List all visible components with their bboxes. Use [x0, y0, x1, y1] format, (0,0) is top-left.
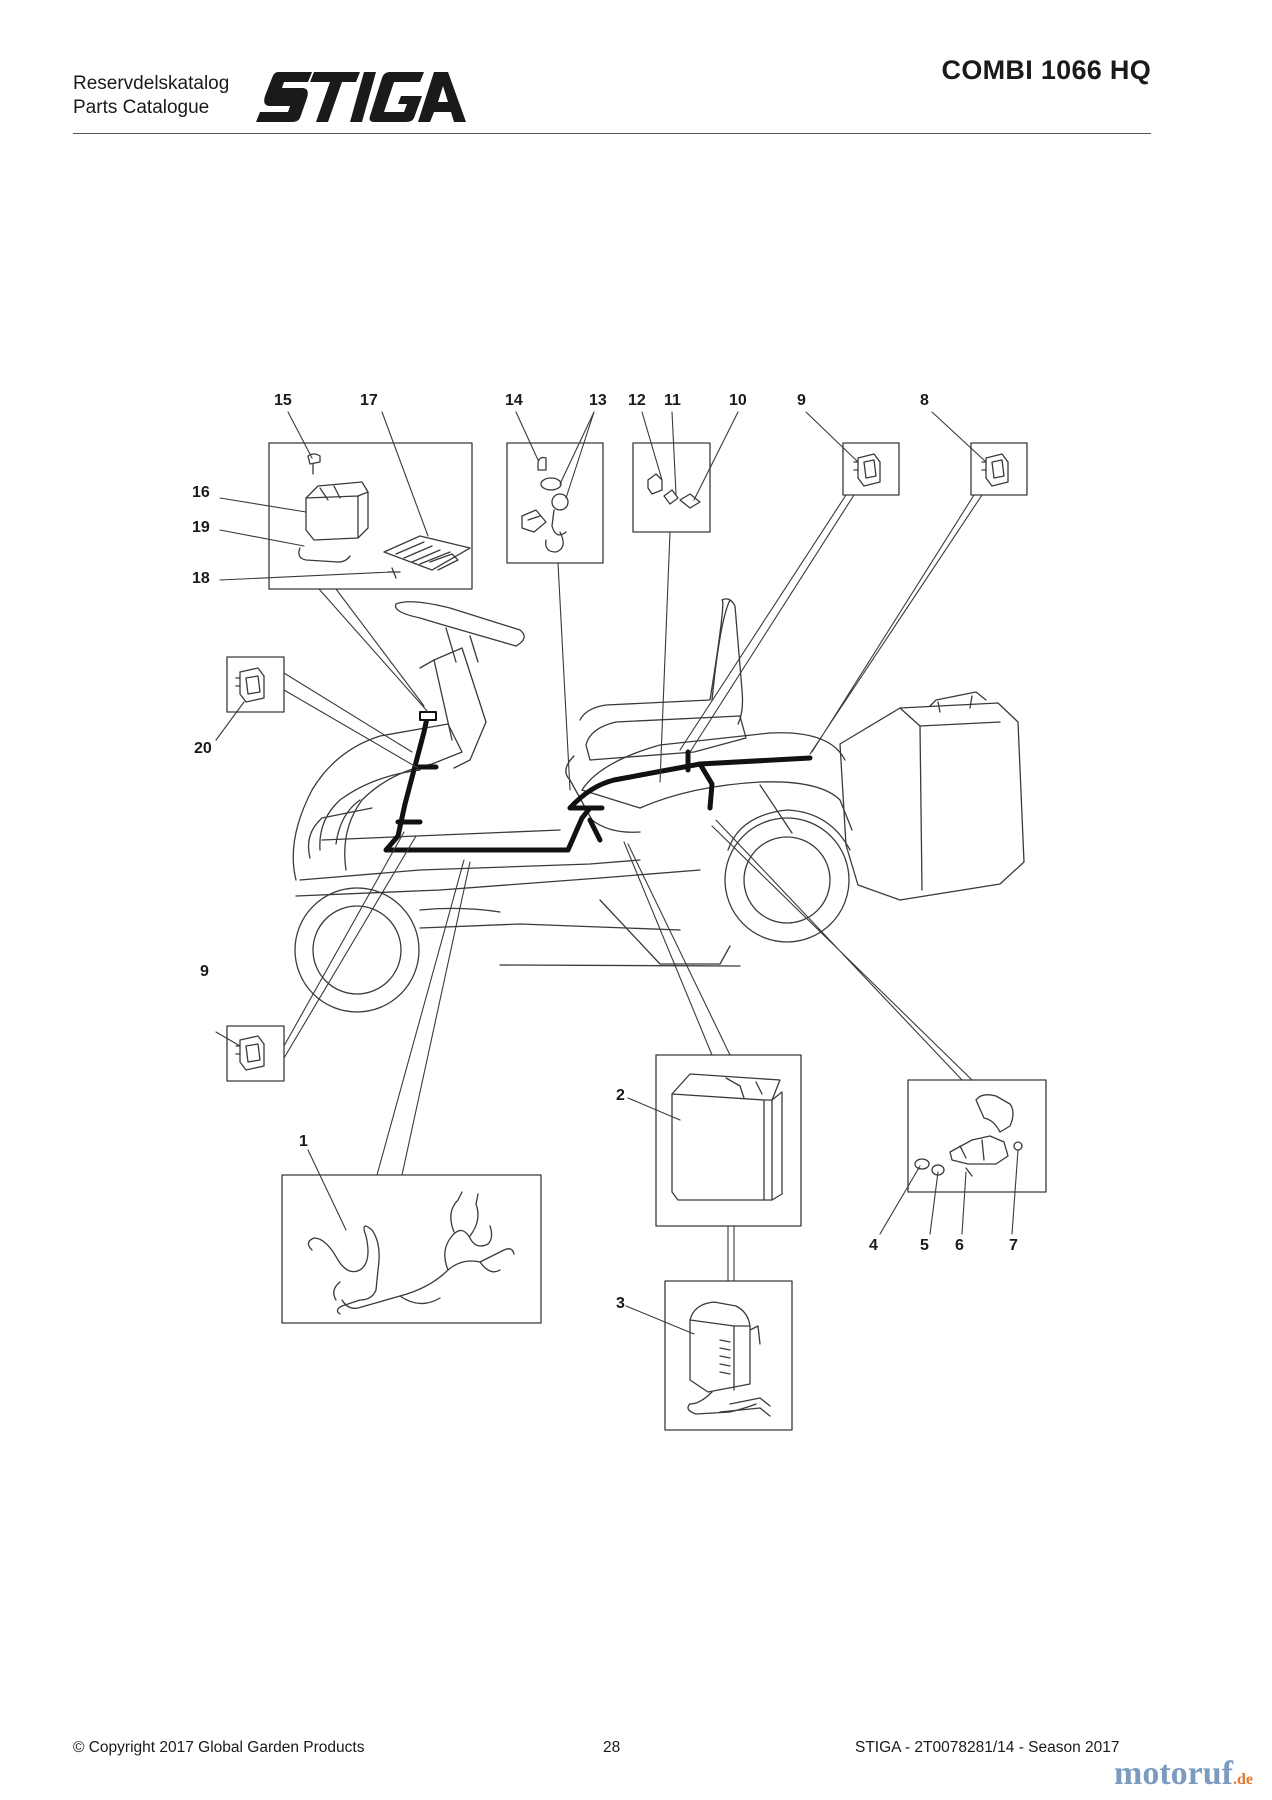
box-switch-8: [970, 442, 1028, 496]
callout-numbers: 15 17 14 13 12 11 10 9 8 16 19 18 20 9 1…: [192, 392, 1018, 1312]
callout-11: 11: [664, 392, 681, 409]
box-ignition: [506, 442, 604, 564]
box-switch-9-top: [842, 442, 900, 496]
callout-12: 12: [628, 392, 646, 409]
watermark-name: motoruf: [1114, 1755, 1233, 1792]
callout-16: 16: [192, 484, 210, 501]
callout-5: 5: [920, 1237, 929, 1254]
box-switch-9-left: [226, 1025, 285, 1082]
tractor-outline: [292, 598, 1025, 1013]
wiring-harness-route: [383, 715, 813, 853]
callout-1: 1: [299, 1133, 308, 1150]
callout-3: 3: [616, 1295, 625, 1312]
box-charger: [664, 1280, 793, 1431]
catalog-title: Reservdelskatalog Parts Catalogue: [73, 72, 229, 120]
watermark-domain: .de: [1232, 1771, 1253, 1788]
callout-9-top: 9: [797, 392, 806, 409]
box-battery: [655, 1054, 802, 1227]
callout-7: 7: [1009, 1237, 1018, 1254]
callout-14: 14: [505, 392, 523, 409]
model-name: COMBI 1066 HQ: [941, 55, 1151, 85]
callout-19: 19: [192, 519, 210, 536]
control-unit-marker: [419, 711, 437, 721]
catalog-title-sv: Reservdelskatalog: [73, 73, 230, 94]
callout-13: 13: [589, 392, 607, 409]
callout-17: 17: [360, 392, 378, 409]
callout-20: 20: [194, 740, 212, 757]
footer-copyright: © Copyright 2017 Global Garden Products: [73, 1739, 365, 1756]
catalog-title-en: Parts Catalogue: [73, 97, 210, 118]
footer-document-id: STIGA - 2T0078281/14 - Season 2017: [855, 1739, 1120, 1756]
box-wiring-harness: [281, 1174, 542, 1324]
header-divider: [73, 133, 1151, 134]
callout-9-left: 9: [200, 963, 209, 980]
footer-page-number: 28: [603, 1739, 621, 1756]
stiga-logo: [256, 72, 466, 122]
callout-10: 10: [729, 392, 747, 409]
box-relays: [632, 442, 711, 533]
callout-18: 18: [192, 570, 210, 587]
callout-8: 8: [920, 392, 929, 409]
box-switch-20: [226, 656, 285, 713]
watermark-logo: motoruf.de: [1114, 1755, 1253, 1793]
callout-2: 2: [616, 1087, 625, 1104]
callout-4: 4: [869, 1237, 878, 1254]
callout-6: 6: [955, 1237, 964, 1254]
leader-lines: [215, 411, 1019, 1335]
callout-15: 15: [274, 392, 292, 409]
box-control-unit: [268, 442, 473, 590]
box-starter-solenoid: [907, 1079, 1047, 1193]
